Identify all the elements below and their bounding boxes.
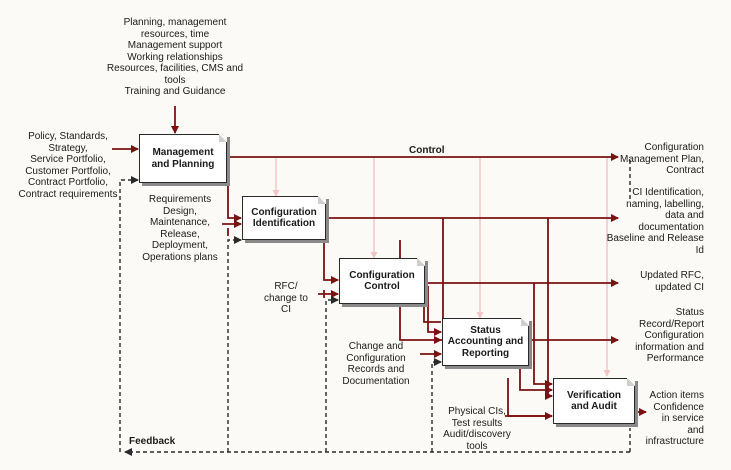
output-rfc: Updated RFC, updated CI — [640, 270, 704, 293]
page-fold-icon — [219, 134, 227, 142]
configuration-identification-label: Configuration Identification — [251, 206, 317, 230]
configuration-control-box: Configuration Control — [339, 258, 425, 304]
feedback-label: Feedback — [129, 436, 176, 447]
output-identification: CI Identification, naming, labelling, da… — [606, 187, 704, 256]
control-label: Control — [409, 145, 445, 156]
input-rfc: RFC/ change to CI — [264, 281, 308, 315]
input-change-records: Change and Configuration Records and Doc… — [342, 341, 410, 387]
feedback-lines — [119, 160, 631, 456]
input-physical-cis: Physical CIs, Test results Audit/discove… — [443, 406, 511, 452]
page-fold-icon — [318, 196, 326, 204]
verification-audit-label: Verification and Audit — [567, 389, 621, 413]
configuration-control-label: Configuration Control — [349, 269, 415, 293]
page-fold-icon — [417, 258, 425, 266]
output-status: Status Record/Report Configuration infor… — [635, 307, 704, 364]
status-accounting-box: Status Accounting and Reporting — [442, 318, 529, 366]
page-fold-icon — [627, 378, 635, 386]
management-planning-box: Management and Planning — [139, 134, 227, 183]
input-policy: Policy, Standards, Strategy, Service Por… — [18, 131, 118, 200]
output-actions: Action items Confidence in service and i… — [645, 390, 704, 447]
input-resources: Planning, management resources, time Man… — [106, 17, 244, 97]
management-planning-label: Management and Planning — [151, 147, 215, 170]
verification-audit-box: Verification and Audit — [553, 378, 635, 424]
output-plan: Configuration Management Plan, Contract — [620, 142, 704, 176]
configuration-identification-box: Configuration Identification — [242, 196, 326, 240]
status-accounting-label: Status Accounting and Reporting — [447, 324, 524, 359]
input-requirements: Requirements Design, Maintenance, Releas… — [142, 194, 218, 263]
page-fold-icon — [521, 318, 529, 326]
